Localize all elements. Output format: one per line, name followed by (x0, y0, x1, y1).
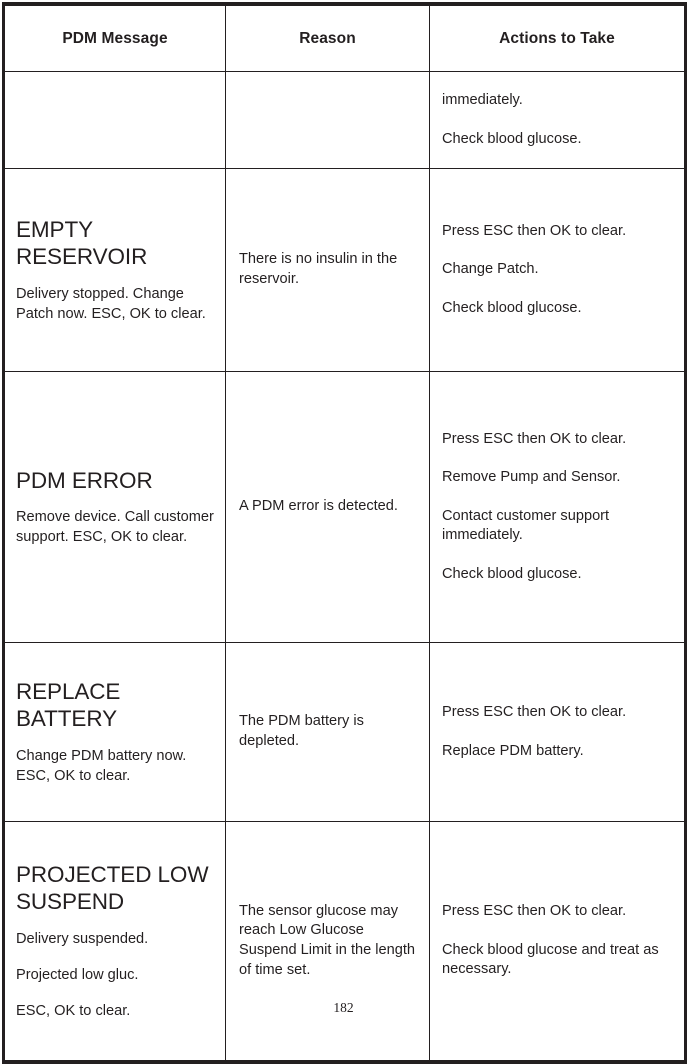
pdm-message-subtext: Delivery suspended. Projected low gluc. … (16, 929, 217, 1021)
column-header-actions-to-take: Actions to Take (429, 3, 686, 72)
action-item: Press ESC then OK to clear. (442, 430, 627, 447)
cell-actions-to-take: Press ESC then OK to clear. Remove Pump … (429, 371, 686, 643)
pdm-message-subtext: Remove device. Call customer support. ES… (16, 509, 214, 546)
table-row: REPLACE BATTERY Change PDM battery now. … (3, 642, 686, 822)
table-row: immediately. Check blood glucose. (3, 71, 686, 169)
cell-reason: The sensor glucose may reach Low Glucose… (225, 821, 430, 1063)
pdm-message-subtext-line: ESC, OK to clear. (16, 1003, 131, 1019)
reason-text: The PDM battery is depleted. (239, 713, 364, 749)
cell-pdm-message: PDM ERROR Remove device. Call customer s… (3, 371, 226, 643)
cell-actions-to-take: Press ESC then OK to clear. Change Patch… (429, 168, 686, 372)
action-item: Check blood glucose. (442, 130, 582, 147)
cell-reason: A PDM error is detected. (225, 371, 430, 643)
cell-pdm-message (3, 71, 226, 169)
pdm-message-title: PDM ERROR (16, 467, 153, 493)
cell-reason: The PDM battery is depleted. (225, 642, 430, 822)
table-header-row: PDM Message Reason Actions to Take (3, 3, 686, 72)
reason-text: The sensor glucose may reach Low Glucose… (239, 902, 416, 978)
action-item: Check blood glucose and treat as necessa… (442, 941, 659, 978)
pdm-message-title: PROJECTED LOW SUSPEND (16, 861, 209, 915)
action-item: immediately. (442, 92, 523, 109)
action-item: Remove Pump and Sensor. (442, 469, 621, 486)
action-item: Contact customer support immediately. (442, 507, 610, 544)
action-item: Press ESC then OK to clear. (442, 903, 627, 920)
reason-text: A PDM error is detected. (239, 498, 398, 515)
table-body: immediately. Check blood glucose. EMPTY … (3, 71, 686, 1063)
action-item: Check blood glucose. (442, 299, 582, 316)
reason-text: There is no insulin in the reservoir. (239, 251, 398, 287)
cell-pdm-message: REPLACE BATTERY Change PDM battery now. … (3, 642, 226, 822)
table-header: PDM Message Reason Actions to Take (3, 3, 686, 72)
cell-pdm-message: PROJECTED LOW SUSPEND Delivery suspended… (3, 821, 226, 1063)
action-item: Press ESC then OK to clear. (442, 222, 627, 239)
pdm-message-title: REPLACE BATTERY (16, 678, 121, 732)
action-item: Replace PDM battery. (442, 742, 584, 759)
pdm-message-subtext: Delivery stopped. Change Patch now. ESC,… (16, 285, 206, 322)
cell-actions-to-take: Press ESC then OK to clear. Check blood … (429, 821, 686, 1063)
cell-actions-to-take: Press ESC then OK to clear. Replace PDM … (429, 642, 686, 822)
pdm-message-subtext: Change PDM battery now. ESC, OK to clear… (16, 747, 187, 784)
column-header-pdm-message: PDM Message (3, 3, 226, 72)
page-number: 182 (333, 1000, 354, 1015)
cell-reason: There is no insulin in the reservoir. (225, 168, 430, 372)
table-row: PROJECTED LOW SUSPEND Delivery suspended… (3, 821, 686, 1063)
pdm-message-subtext-line: Projected low gluc. (16, 966, 139, 983)
column-header-reason: Reason (225, 3, 430, 72)
action-item: Press ESC then OK to clear. (442, 704, 627, 721)
pdm-message-title: EMPTY RESERVOIR (16, 216, 148, 270)
action-item: Change Patch. (442, 261, 539, 278)
cell-pdm-message: EMPTY RESERVOIR Delivery stopped. Change… (3, 168, 226, 372)
cell-actions-to-take: immediately. Check blood glucose. (429, 71, 686, 169)
table-row: PDM ERROR Remove device. Call customer s… (3, 371, 686, 643)
action-item: Check blood glucose. (442, 565, 582, 582)
table-row: EMPTY RESERVOIR Delivery stopped. Change… (3, 168, 686, 372)
cell-reason (225, 71, 430, 169)
pdm-message-subtext-line: Delivery suspended. (16, 930, 149, 947)
